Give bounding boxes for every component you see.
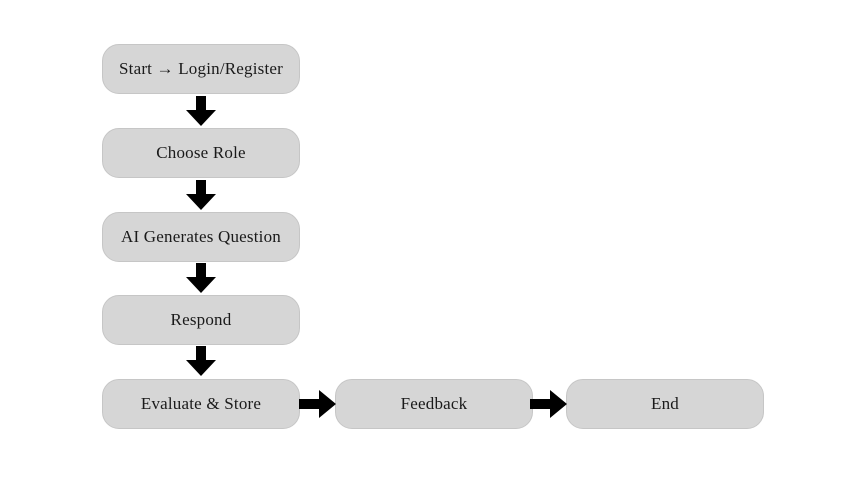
node-label: Respond <box>170 310 232 329</box>
arrow-down-icon <box>186 263 216 293</box>
node-choose-role: Choose Role <box>102 128 300 178</box>
node-label: Evaluate & Store <box>140 394 262 413</box>
arrow-right-icon <box>530 390 567 418</box>
node-label: Feedback <box>400 394 468 413</box>
node-ai-generates-question: AI Generates Question <box>102 212 300 262</box>
arrow-down-icon <box>186 96 216 126</box>
node-feedback: Feedback <box>335 379 533 429</box>
node-evaluate-store: Evaluate & Store <box>102 379 300 429</box>
arrow-right-icon <box>299 390 336 418</box>
node-label: Start → Login/Register <box>119 59 283 78</box>
node-end: End <box>566 379 764 429</box>
arrow-down-icon <box>186 346 216 376</box>
node-label: End <box>651 394 679 413</box>
arrow-down-icon <box>186 180 216 210</box>
node-label: AI Generates Question <box>121 227 281 246</box>
node-respond: Respond <box>102 295 300 345</box>
node-start-login-register: Start → Login/Register <box>102 44 300 94</box>
node-label: Choose Role <box>156 143 246 162</box>
